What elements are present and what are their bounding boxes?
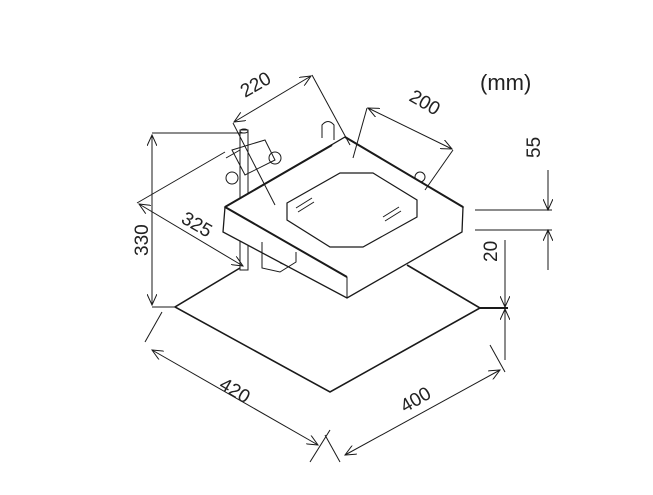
dim-tray-height: 55 bbox=[524, 137, 545, 158]
knob-icon bbox=[268, 151, 282, 165]
dim-height-total: 330 bbox=[132, 224, 153, 256]
knob-icon bbox=[225, 171, 239, 185]
dimension-lines bbox=[136, 74, 552, 463]
dim-base-width: 420 bbox=[216, 374, 254, 408]
tray bbox=[222, 136, 465, 299]
unit-label: (mm) bbox=[480, 70, 531, 95]
dim-base-depth: 400 bbox=[397, 383, 435, 417]
dim-base-thickness: 20 bbox=[481, 241, 502, 262]
dim-tray-width: 220 bbox=[237, 68, 275, 102]
dim-tray-depth: 200 bbox=[406, 86, 444, 120]
dim-arm-depth: 325 bbox=[178, 208, 216, 242]
